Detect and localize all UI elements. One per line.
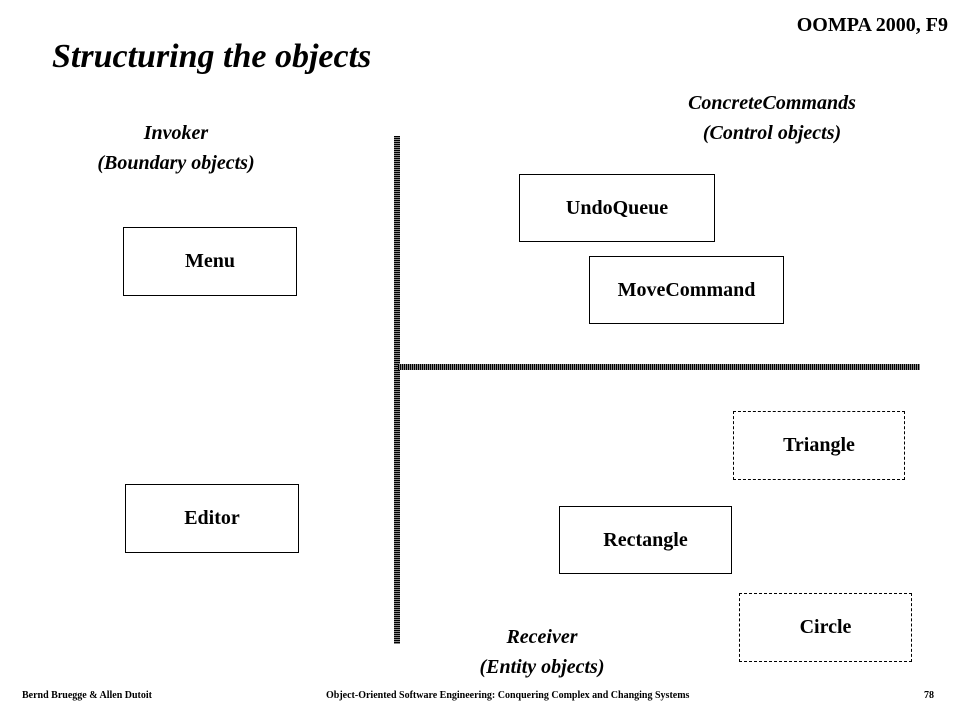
- receiver-label-line1: Receiver: [506, 626, 578, 648]
- concrete-commands-label-line1: ConcreteCommands: [688, 92, 856, 114]
- concrete-commands-label-line2: (Control objects): [702, 122, 842, 144]
- horizontal-divider: [398, 364, 920, 370]
- invoker-label-line2: (Boundary objects): [97, 152, 255, 174]
- move-command-box: MoveCommand: [589, 256, 784, 324]
- slide-title: Structuring the objects: [52, 38, 372, 75]
- invoker-label-line1: Invoker: [143, 122, 209, 144]
- concrete-commands-label: ConcreteCommands (Control objects): [632, 88, 912, 148]
- footer-page-number: 78: [924, 690, 934, 701]
- editor-box: Editor: [125, 484, 299, 553]
- course-tag: OOMPA 2000, F9: [796, 14, 948, 36]
- receiver-label-line2: (Entity objects): [479, 656, 605, 678]
- rectangle-box: Rectangle: [559, 506, 732, 574]
- footer-authors: Bernd Bruegge & Allen Dutoit: [22, 690, 152, 701]
- circle-box: Circle: [739, 593, 912, 662]
- triangle-box: Triangle: [733, 411, 905, 480]
- receiver-label: Receiver (Entity objects): [434, 622, 650, 682]
- invoker-label: Invoker (Boundary objects): [60, 118, 292, 178]
- vertical-divider: [394, 136, 400, 644]
- undo-queue-box: UndoQueue: [519, 174, 715, 242]
- menu-box: Menu: [123, 227, 297, 296]
- footer-book: Object-Oriented Software Engineering: Co…: [326, 690, 690, 701]
